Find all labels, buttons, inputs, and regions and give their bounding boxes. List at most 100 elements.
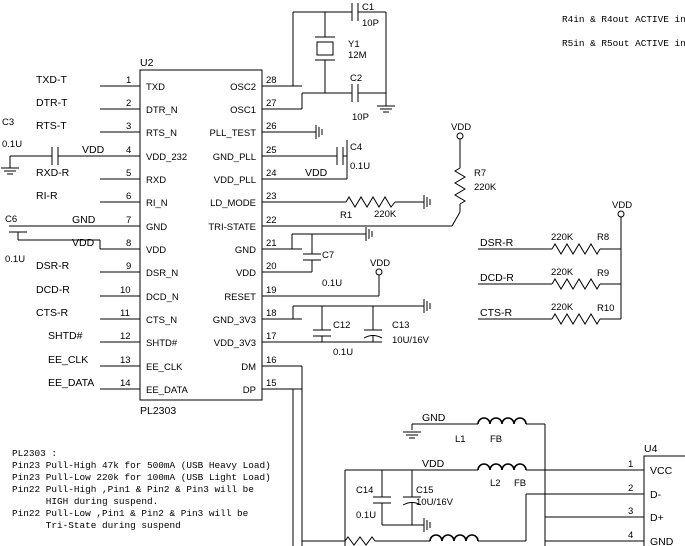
- pin-name: DTR_N: [146, 105, 178, 116]
- pin-name: EE_DATA: [146, 385, 189, 396]
- pin-number: 25: [266, 145, 277, 156]
- y1-ref: Y1: [348, 39, 360, 50]
- pin-name: GND_PLL: [213, 152, 256, 163]
- c12-c13-caps: C12 0.1U C13 10U/16V: [292, 298, 431, 358]
- l2-ref: L2: [490, 478, 501, 489]
- c4-value: 0.1U: [350, 161, 370, 172]
- net-label: VDD: [82, 144, 105, 156]
- ic-u2-pin-17: 17 VDD_3V3: [214, 331, 277, 349]
- pin-name: DSR_N: [146, 268, 178, 279]
- ic-u2-pin-20: 20 VDD: [236, 261, 277, 279]
- c2-ref: C2: [350, 73, 362, 84]
- net-label: RTS-T: [36, 120, 67, 132]
- y1-value: 12M: [348, 50, 367, 61]
- crystal-circuit: C1 10P Y1 12M C2 10P: [292, 2, 396, 123]
- net-label: VDD: [72, 237, 95, 249]
- net-label: RI-R: [36, 190, 58, 202]
- pin26-ground: [302, 124, 323, 140]
- c1-ref: C1: [362, 2, 374, 13]
- l2-ferrite: VDD L2 FB: [345, 458, 644, 489]
- c6-ref: C6: [5, 214, 17, 225]
- pl2303-notes: PL2303 : Pin23 Pull-High 47k for 500mA (…: [12, 448, 271, 531]
- pin-name: PLL_TEST: [210, 128, 257, 139]
- pin-name: RI_N: [146, 198, 168, 209]
- ic-u2-pin-1: 1 TXD TXD-T: [36, 74, 165, 93]
- c13-ref: C13: [392, 320, 409, 331]
- ic-u2-pin-16: 16 DM: [241, 355, 276, 373]
- r7-value: 220K: [474, 182, 497, 193]
- pin-number: 20: [266, 261, 277, 272]
- pin-number: 17: [266, 331, 277, 342]
- c12-ref: C12: [333, 320, 350, 331]
- pin-number: 26: [266, 121, 277, 132]
- net-vdd-24: VDD: [305, 167, 328, 179]
- note-line: HIGH during suspend.: [12, 496, 158, 507]
- ic-u2-pin-26: 26 PLL_TEST: [210, 121, 277, 139]
- ic-u2-pin-7: 7 GND GND: [72, 214, 167, 233]
- ic-u2-pin-11: 11 CTS_N CTS-R: [36, 307, 177, 326]
- pin-number: 28: [266, 75, 277, 86]
- net-label: DSR-R: [36, 260, 70, 272]
- c7-cap: C7 0.1U VDD: [291, 226, 390, 297]
- r1-ref: R1: [340, 210, 352, 221]
- l1-value: FB: [490, 434, 502, 445]
- ic-u2-pin-9: 9 DSR_N DSR-R: [36, 260, 178, 279]
- net-label: EE_DATA: [48, 377, 94, 389]
- pin-name: LD_MODE: [210, 198, 256, 209]
- ic-u2: U2 PL2303: [36, 57, 302, 417]
- pin-number: 27: [266, 98, 277, 109]
- pin-name: RTS_N: [146, 128, 177, 139]
- pin-number: 2: [126, 98, 131, 109]
- pin-name: VDD_PLL: [214, 175, 256, 186]
- r9-resistor: DCD-R 220K R9: [478, 267, 621, 290]
- pin-name: SHTD#: [146, 338, 178, 349]
- pin-number: 7: [126, 215, 131, 226]
- note-line: PL2303 :: [12, 448, 57, 459]
- bottom-resistor-partial: [302, 493, 644, 546]
- c12-value: 0.1U: [333, 347, 353, 358]
- r8-ref: R8: [597, 232, 609, 243]
- ic-u2-pin-19: 19 RESET: [224, 285, 276, 303]
- u4-pin-num: 3: [628, 506, 633, 517]
- u4-pin-name: GND: [650, 536, 674, 546]
- c4-ref: C4: [350, 142, 362, 153]
- ic-u2-pin-18: 18 GND_3V3: [213, 308, 277, 326]
- c7-value: 0.1U: [322, 278, 342, 289]
- r7-ref: R7: [474, 168, 486, 179]
- pin-number: 6: [126, 191, 131, 202]
- c3-ref: C3: [2, 117, 14, 128]
- r8-net: DSR-R: [480, 237, 514, 249]
- net-label: RXD-R: [36, 167, 70, 179]
- pin-name: GND_3V3: [213, 315, 256, 326]
- c14-c15-caps: C14 0.1U C15 10U/16V: [344, 470, 454, 546]
- c3-cap: C3 0.1U: [0, 117, 100, 175]
- pin-number: 13: [120, 355, 131, 366]
- net-label: CTS-R: [36, 307, 68, 319]
- ic-u2-ref: U2: [140, 57, 154, 69]
- c14-ref: C14: [356, 485, 373, 496]
- r10-resistor: CTS-R 220K R10: [478, 302, 621, 325]
- ic-u2-pin-15: 15 DP: [243, 378, 277, 396]
- ic-u2-part: PL2303: [140, 405, 176, 417]
- pin-number: 24: [266, 168, 277, 179]
- pin-name: DP: [243, 385, 256, 396]
- r8-resistor: DSR-R 220K R8: [478, 232, 621, 255]
- ic-u2-pin-10: 10 DCD_N DCD-R: [36, 284, 179, 303]
- u4-pin-num: 1: [628, 459, 633, 470]
- pin-name: VDD: [146, 245, 166, 256]
- u4-pin-name: D+: [650, 512, 664, 524]
- r9-value: 220K: [551, 267, 574, 278]
- c13-value: 10U/16V: [392, 335, 430, 346]
- net-vdd-pullup: VDD: [612, 200, 632, 211]
- pin-number: 4: [126, 145, 131, 156]
- u4-pin-name: VCC: [650, 465, 673, 477]
- pin-number: 21: [266, 238, 277, 249]
- ic-u2-pin-5: 5 RXD RXD-R: [36, 167, 166, 186]
- c2-value: 10P: [352, 112, 369, 123]
- r1-resistor: 220K R1: [302, 194, 431, 221]
- net-label: SHTD#: [48, 330, 83, 342]
- pin-name: TRI-STATE: [208, 222, 256, 233]
- ic-u2-pin-22: 22 TRI-STATE: [208, 215, 276, 233]
- ic-u2-pin-25: 25 GND_PLL: [213, 145, 277, 163]
